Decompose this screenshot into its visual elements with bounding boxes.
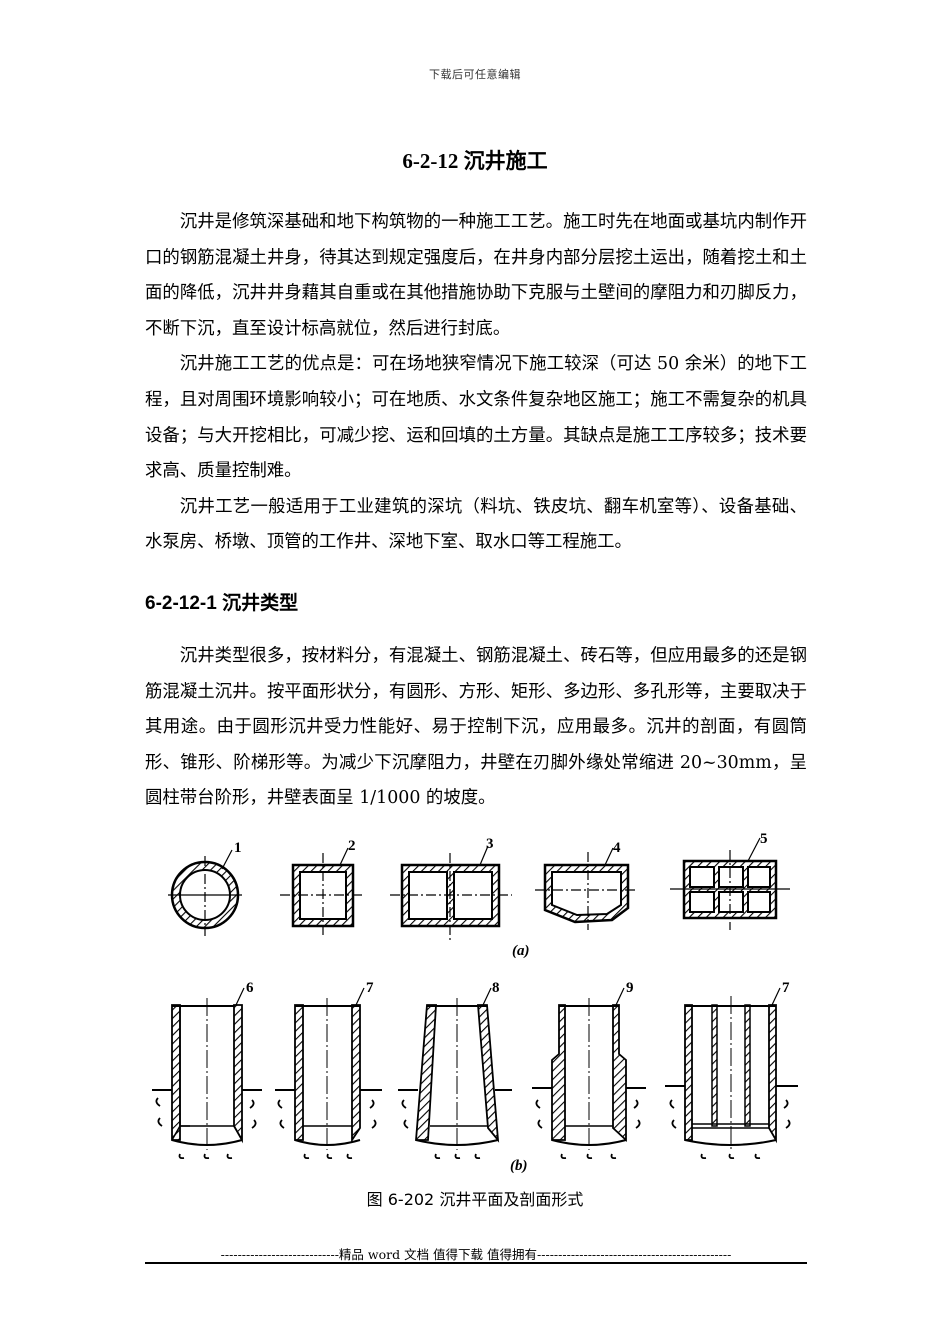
plan-rectangular: [390, 845, 512, 940]
label-3: 3: [486, 836, 494, 852]
label-1: 1: [234, 840, 242, 856]
footer-divider: [145, 1262, 807, 1264]
plan-polygonal: [535, 847, 638, 930]
plan-multicell: [670, 837, 790, 930]
page-title: 6-2-12 沉井施工: [402, 149, 548, 173]
figure-caisson-forms: 1 2 3 4: [150, 828, 810, 1180]
label-7a: 7: [366, 980, 374, 996]
section-tapered: [398, 987, 512, 1160]
label-8: 8: [492, 980, 500, 996]
paragraph: 沉井施工工艺的优点是：可在场地狭窄情况下施工较深（可达 50 余米）的地下工程，…: [145, 354, 807, 482]
footer-note: ----------------------------精品 word 文档 值…: [220, 1247, 732, 1262]
label-6: 6: [246, 980, 254, 996]
label-9: 9: [626, 980, 634, 996]
paragraph: 沉井是修筑深基础和地下构筑物的一种施工工艺。施工时先在地面或基坑内制作开口的钢筋…: [145, 212, 807, 339]
part-a-label: (a): [512, 943, 530, 959]
label-5: 5: [760, 831, 768, 847]
section-cylindrical: [152, 987, 262, 1160]
paragraph: 沉井类型很多，按材料分，有混凝土、钢筋混凝土、砖石等，但应用最多的还是钢筋混凝土…: [145, 646, 807, 809]
header-note: 下载后可任意编辑: [429, 68, 521, 81]
paragraph: 沉井工艺一般适用于工业建筑的深坑（料坑、铁皮坑、翻车机室等）、设备基础、水泵房、…: [145, 496, 807, 553]
plan-circular: [168, 849, 242, 936]
section-multicell: [665, 987, 798, 1160]
label-4: 4: [613, 840, 621, 856]
section-intro: 沉井是修筑深基础和地下构筑物的一种施工工艺。施工时先在地面或基坑内制作开口的钢筋…: [145, 205, 807, 561]
label-7b: 7: [782, 980, 790, 996]
plan-square: [280, 847, 365, 936]
figure-caption: 图 6-202 沉井平面及剖面形式: [366, 1190, 584, 1209]
section-cylindrical-2: [275, 987, 382, 1160]
label-2: 2: [348, 838, 356, 854]
section-stepped: [532, 987, 646, 1160]
section-types: 沉井类型很多，按材料分，有混凝土、钢筋混凝土、砖石等，但应用最多的还是钢筋混凝土…: [145, 639, 807, 817]
section-heading: 6-2-12-1 沉井类型: [145, 593, 299, 614]
part-b-label: (b): [510, 1158, 528, 1174]
